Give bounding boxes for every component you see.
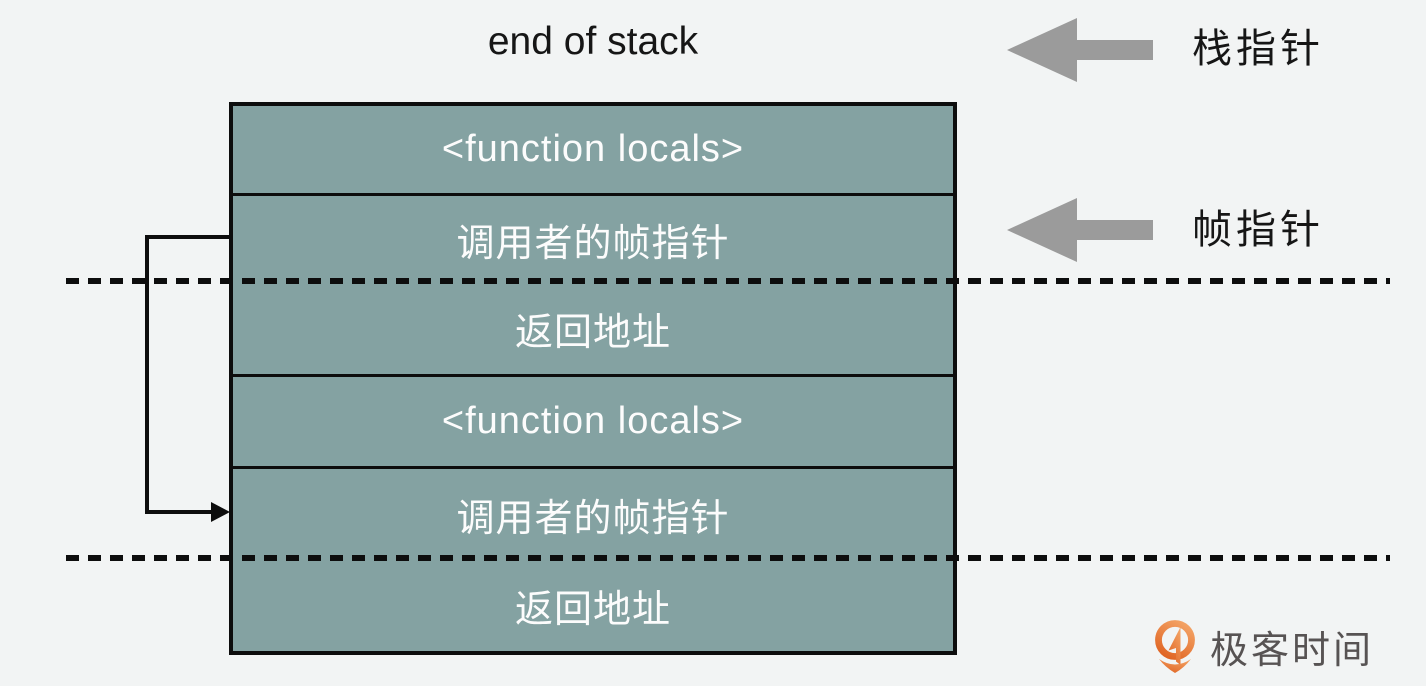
stack-row-label: 调用者的帧指针 <box>456 497 730 540</box>
frame-pointer-link-arrowhead-icon <box>211 502 230 522</box>
stack-pointer-label: 栈指针 <box>1192 27 1324 71</box>
frame-pointer-link-bottom-segment <box>145 510 212 514</box>
stack-row-label: 返回地址 <box>514 312 671 354</box>
stack-row-label: 返回地址 <box>514 588 671 631</box>
stack-row-caller-frame-pointer-2: 调用者的帧指针 <box>233 466 953 559</box>
stack-row-function-locals-1: <function locals> <box>233 106 953 193</box>
stack-frames-box: <function locals> 调用者的帧指针 返回地址 <function… <box>229 102 957 655</box>
geektime-logo-text: 极客时间 <box>1210 629 1375 672</box>
geektime-logo: 极客时间 <box>1152 618 1374 674</box>
frame-pointer-arrow-icon <box>1007 198 1153 262</box>
stack-row-return-address-2: 返回地址 <box>233 559 953 651</box>
stack-row-label: <function locals> <box>441 128 745 170</box>
frame-pointer-label: 帧指针 <box>1192 208 1324 252</box>
frame-pointer-link-top-segment <box>145 235 231 239</box>
geektime-logo-icon <box>1155 620 1195 673</box>
stack-pointer-arrow-icon <box>1007 18 1153 82</box>
end-of-stack-label: end of stack <box>487 20 699 63</box>
stack-row-return-address-1: 返回地址 <box>233 283 953 374</box>
frame-boundary-dashed-line-top <box>66 278 1390 284</box>
frame-pointer-link-vertical-segment <box>145 235 149 514</box>
stack-row-label: 调用者的帧指针 <box>456 223 730 265</box>
stack-row-function-locals-2: <function locals> <box>233 374 953 466</box>
frame-boundary-dashed-line-bottom <box>66 555 1390 561</box>
stack-row-caller-frame-pointer-1: 调用者的帧指针 <box>233 193 953 283</box>
stack-row-label: <function locals> <box>441 400 745 442</box>
